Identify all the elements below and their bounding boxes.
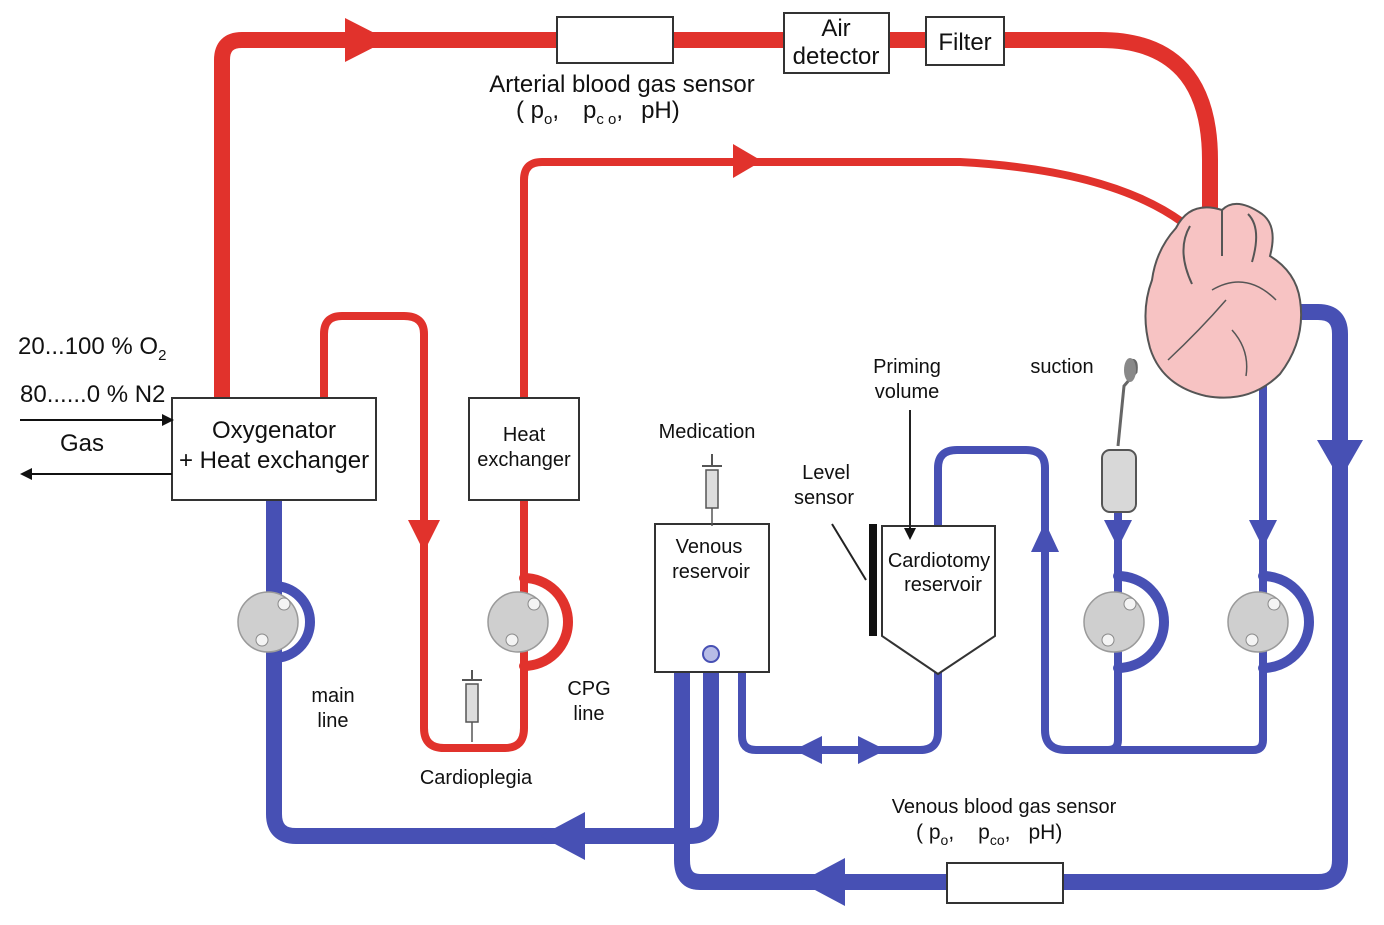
venous-reservoir-outlet	[702, 645, 720, 663]
level-sensor-bar	[869, 524, 877, 636]
heart-ventricle-line	[1167, 281, 1277, 377]
heat-exchanger-label-1: Heat	[503, 424, 546, 446]
arterial-circuit	[214, 18, 1218, 752]
venous-return-line	[674, 304, 1348, 890]
cardiotomy-reservoir-box	[881, 525, 996, 676]
venous-circuit	[266, 304, 1363, 906]
gas-label: Gas	[60, 430, 104, 457]
heart	[1144, 203, 1303, 399]
o2-label: 20...100 % O2	[18, 333, 166, 364]
venous-reservoir-label-2: reservoir	[672, 561, 750, 583]
labels: Arterial blood gas sensor ( po,pc o,pH) …	[18, 15, 1117, 848]
n2-label: 80......0 % N2	[20, 381, 165, 408]
air-detector-box	[783, 12, 890, 74]
reservoir-link-line	[738, 594, 942, 754]
venous-return-arrow-left	[800, 858, 845, 906]
arterial-blood-gas-sensor	[556, 16, 674, 64]
pumps	[237, 571, 1314, 673]
suction-device-icon	[1101, 358, 1138, 513]
oxygenator-label-1: Oxygenator	[212, 417, 336, 444]
venous-sensor-params: ( po,pco,pH)	[916, 821, 1062, 848]
vent-line	[934, 332, 1267, 754]
syringe-cardioplegia-icon	[462, 670, 482, 742]
venous-return-arrow-down	[1317, 440, 1363, 480]
arterial-main-line	[214, 32, 1218, 408]
suction-pump	[1083, 571, 1169, 673]
cpg-line-label-2: line	[573, 703, 604, 725]
syringe-medication-icon	[702, 454, 722, 526]
priming-volume-label-2: volume	[875, 381, 939, 403]
cardioplegia-delivery-line	[520, 158, 1186, 404]
venous-sensor-label: Venous blood gas sensor	[892, 796, 1117, 818]
cpg-pump	[487, 573, 573, 671]
cardiotomy-reservoir-label-2: reservoir	[904, 574, 982, 596]
venous-reservoir-label-1: Venous	[676, 536, 743, 558]
filter-box	[925, 16, 1005, 66]
reservoir-link-arrow-right	[858, 736, 886, 764]
priming-volume-label-1: Priming	[873, 356, 941, 378]
cpg-line-label-1: CPG	[567, 678, 610, 700]
gas-flow-arrows	[20, 414, 174, 480]
main-line-label-1: main	[311, 685, 354, 707]
suction-line-arrow	[1104, 520, 1132, 548]
cardioplegia-label: Cardioplegia	[420, 767, 533, 789]
vent-line-arrow-down	[1249, 520, 1277, 548]
air-detector-label-2: detector	[793, 43, 880, 70]
suction-label: suction	[1030, 356, 1093, 378]
arterial-sensor-label: Arterial blood gas sensor	[489, 71, 754, 98]
level-sensor-label-2: sensor	[794, 487, 854, 509]
cardiotomy-reservoir-label-1: Cardiotomy	[888, 550, 990, 572]
level-sensor-label-1: Level	[802, 462, 850, 484]
medication-label: Medication	[659, 421, 756, 443]
main-line	[266, 492, 719, 844]
priming-volume-arrow	[904, 528, 916, 540]
oxygenator-label-2: + Heat exchanger	[179, 447, 369, 474]
main-line-label-2: line	[317, 710, 348, 732]
oxygenator-box	[171, 397, 377, 501]
cpg-flow-arrow	[408, 520, 440, 552]
reservoir-link-arrow-left	[794, 736, 822, 764]
heat-exchanger-label-2: exchanger	[477, 449, 571, 471]
vent-pump	[1227, 571, 1314, 673]
arterial-sensor-params: ( po,pc o,pH)	[516, 97, 680, 128]
suction-line	[1104, 508, 1122, 754]
cardioplegia-flow-arrow	[733, 144, 762, 178]
main-line-pump	[237, 581, 315, 663]
arterial-flow-arrow	[345, 18, 388, 62]
components	[171, 12, 1064, 904]
filter-label: Filter	[938, 29, 991, 56]
heart-aorta	[1182, 210, 1258, 285]
air-detector-label-1: Air	[821, 15, 850, 42]
level-sensor-pointer	[831, 523, 867, 581]
heat-exchanger-box	[468, 397, 580, 501]
cardiotomy-return-arrow-up	[1031, 522, 1059, 552]
main-line-arrow	[540, 812, 585, 860]
heart-body	[1144, 203, 1303, 399]
venous-blood-gas-sensor	[946, 862, 1064, 904]
